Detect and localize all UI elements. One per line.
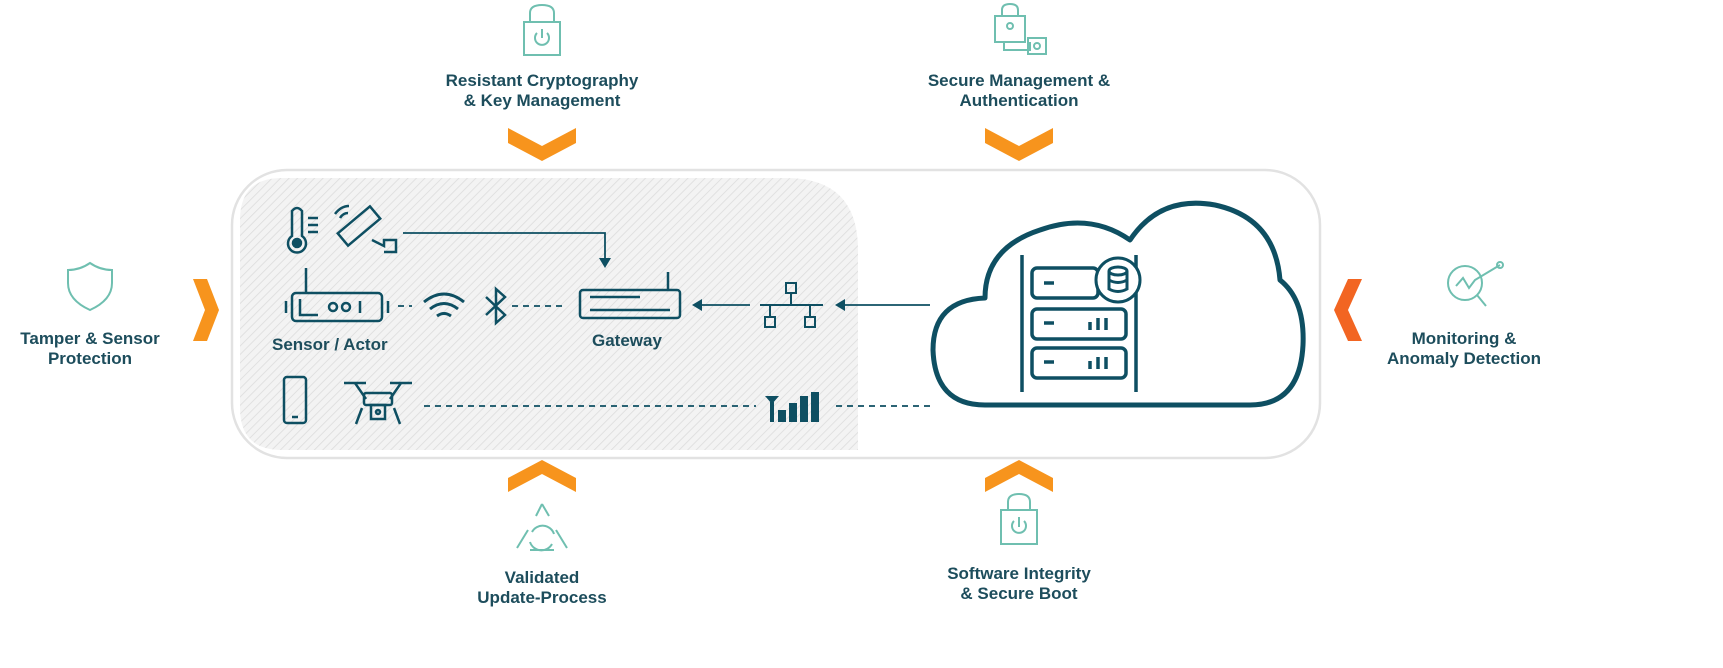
camera-to-gateway-arrow xyxy=(599,258,611,268)
shield-icon xyxy=(67,261,113,312)
chevron-down-management xyxy=(985,128,1053,161)
crypto-label: Resistant Cryptography& Key Management xyxy=(445,71,639,110)
thermometer-icon xyxy=(286,206,318,254)
refresh-cycle-icon xyxy=(516,503,568,552)
drone-icon xyxy=(344,381,412,425)
chevron-down-crypto xyxy=(508,128,576,161)
lock-power-icon xyxy=(523,3,561,56)
key-card-icon xyxy=(994,2,1047,55)
gateway-label: Gateway xyxy=(592,331,662,350)
network-switch-icon xyxy=(760,282,823,328)
device-zone xyxy=(240,178,858,450)
gateway-router-icon xyxy=(578,272,682,320)
sensor-actor-label: Sensor / Actor xyxy=(272,335,388,354)
management-label: Secure Management &Authentication xyxy=(927,71,1111,110)
server-rack-icon xyxy=(1020,255,1138,392)
cell-signal-icon xyxy=(765,392,819,422)
magnifier-chart-icon xyxy=(1447,261,1504,307)
database-icon xyxy=(1094,256,1142,304)
chevron-left-monitoring xyxy=(1334,279,1362,341)
smartphone-icon xyxy=(282,375,308,425)
chevron-up-update xyxy=(508,460,576,492)
lock-power-icon xyxy=(1000,492,1038,545)
cloud-to-switch-arrow xyxy=(835,299,845,311)
boot-label: Software Integrity& Secure Boot xyxy=(947,564,1091,603)
wifi-icon xyxy=(423,292,465,318)
camera-to-gateway-line xyxy=(403,232,606,262)
wifi-camera-icon xyxy=(334,204,398,254)
chevron-up-boot xyxy=(985,460,1053,492)
switch-to-gateway-arrow xyxy=(692,299,702,311)
sensor-device-icon xyxy=(284,268,390,323)
chevron-right-tamper xyxy=(193,279,219,341)
cloud-icon xyxy=(930,200,1306,408)
bluetooth-icon xyxy=(485,286,507,326)
monitoring-label: Monitoring &Anomaly Detection xyxy=(1387,329,1541,368)
